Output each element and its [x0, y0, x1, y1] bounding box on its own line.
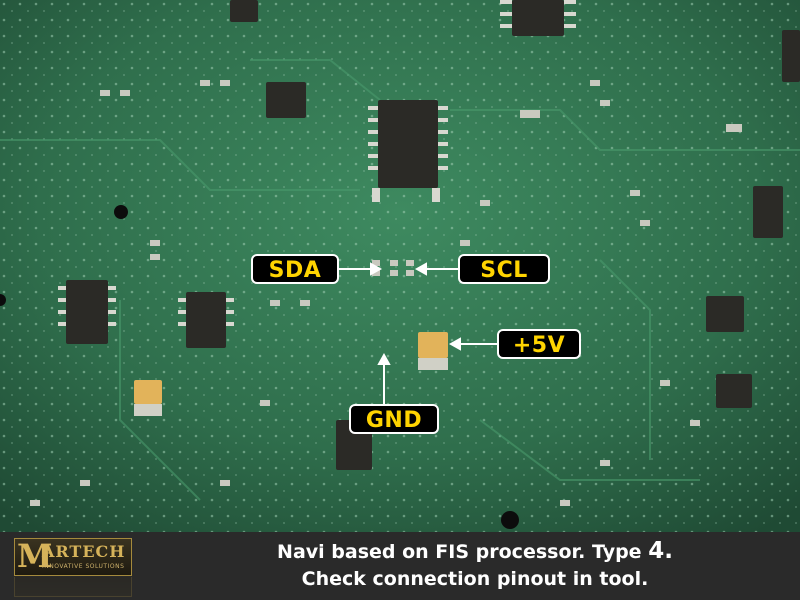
logo-tagline: INNOVATIVE SOLUTIONS [42, 563, 125, 570]
logo-reflection-frame [14, 577, 132, 597]
ics [66, 0, 800, 470]
logo-name: ARTECH [42, 542, 126, 561]
logo-frame [14, 538, 132, 576]
logo-initial: M [17, 537, 53, 575]
pointer-arrows [339, 262, 497, 404]
pcb-photo [0, 0, 800, 532]
plus5v-label: +5V [497, 329, 581, 359]
caption-type-number: 4. [648, 538, 673, 564]
logo-reflection [14, 577, 132, 597]
gnd-label: GND [349, 404, 439, 434]
smd-components [30, 80, 742, 506]
caption-line-1-text: Navi based on FIS processor. Type [277, 541, 649, 563]
caption-line-1: Navi based on FIS processor. Type 4. [150, 538, 800, 564]
martech-logo: M ARTECH INNOVATIVE SOLUTIONS [14, 538, 132, 576]
mounting-holes [0, 205, 519, 529]
sda-label: SDA [251, 254, 339, 284]
ic-pins [58, 0, 576, 326]
traces [0, 59, 800, 501]
scl-label: SCL [458, 254, 550, 284]
caption-bar: Navi based on FIS processor. Type 4. Che… [0, 532, 800, 600]
caption-line-2: Check connection pinout in tool. [301, 568, 649, 590]
tantalum-caps [134, 332, 448, 416]
